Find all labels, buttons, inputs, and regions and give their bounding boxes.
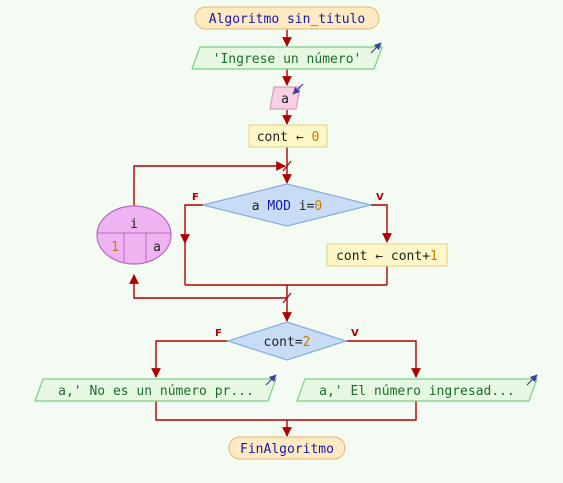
cond2-expr: cont= [264,335,303,350]
incr-expr: cont+ [391,249,430,264]
read-var-label: a [281,92,289,107]
incr-target: cont [336,249,367,264]
out-false-label: a,' No es un número pr... [58,384,254,399]
output-arrow-icon [526,374,538,386]
connectors [129,29,421,437]
for-loop-node[interactable]: i 1 a [96,205,172,265]
cond2-false-branch [151,340,228,378]
input-arrow-icon [292,83,304,95]
svg-text:a MOD i=0: a MOD i=0 [252,199,322,214]
svg-text:cont ← 0: cont ← 0 [257,130,320,145]
incr-value: 1 [430,249,438,264]
end-terminal[interactable]: FinAlgoritmo [228,436,346,460]
loop-var: i [130,217,138,232]
cond2-true-label: V [351,328,359,339]
start-label: Algoritmo sin_titulo [209,12,366,27]
out-true-label: a,' El número ingresad... [319,384,515,399]
cond1-expr: a [252,199,260,214]
init-arrow: ← [296,130,304,145]
prompt-output[interactable]: 'Ingrese un número' [191,42,383,70]
cond1-false-branch [180,204,203,244]
init-value: 0 [311,130,319,145]
cond1-eq: = [307,199,315,214]
loop-to: a [153,240,161,255]
loop-bottom-edge [129,274,287,299]
end-label: FinAlgoritmo [240,442,334,457]
init-var: cont [257,130,288,145]
cond1-value: 0 [314,199,322,214]
cond1-true-branch [371,204,392,243]
cond1-true-label: V [376,192,384,203]
prompt-label: 'Ingrese un número' [213,52,362,67]
loop-top-edge [133,165,212,212]
init-assignment[interactable]: cont ← 0 [248,124,328,148]
read-input[interactable]: a [269,83,304,110]
output-arrow-icon [265,374,277,386]
output-not-prime[interactable]: a,' No es un número pr... [34,374,277,402]
cond2-false-label: F [215,328,222,339]
incr-arrow: ← [375,249,383,264]
cond2-true-branch [346,340,421,378]
decision-mod[interactable]: a MOD i=0 F V [192,183,384,227]
increment-assignment[interactable]: cont ← cont+1 [326,243,448,267]
cond1-false-label: F [192,192,199,203]
loop-mark-top [282,160,292,172]
loop-mark-bottom [282,292,292,304]
loop-from: 1 [111,240,119,255]
svg-text:cont=2: cont=2 [264,335,311,350]
start-terminal[interactable]: Algoritmo sin_titulo [194,6,380,30]
output-prime[interactable]: a,' El número ingresad... [296,374,538,402]
svg-text:cont ← cont+1: cont ← cont+1 [336,249,438,264]
cond1-op: MOD [267,199,291,214]
output-arrow-icon [370,42,382,54]
decision-cont[interactable]: cont=2 F V [215,321,359,361]
cond1-var: i [299,199,307,214]
cond2-value: 2 [303,335,311,350]
